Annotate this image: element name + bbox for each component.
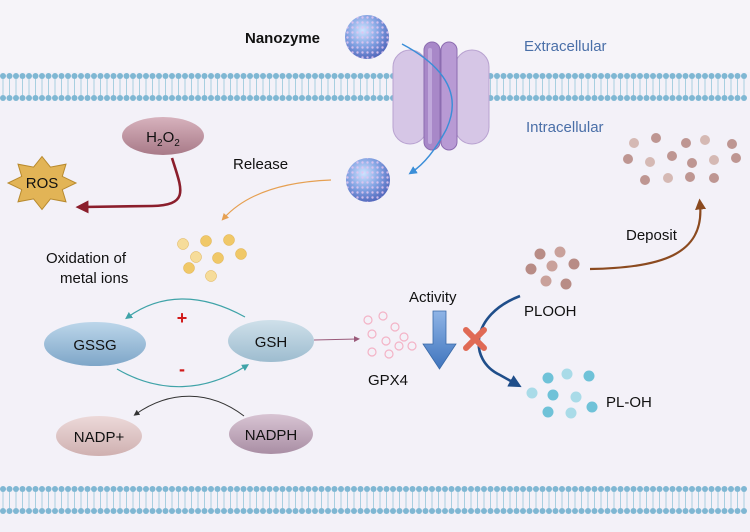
- minus-sign: -: [179, 359, 185, 379]
- plooh-dot: [525, 263, 537, 275]
- deposited-lipid-dot: [667, 151, 677, 161]
- oxidation-label-line1: Oxidation of: [46, 250, 127, 267]
- metal-ion: [223, 234, 235, 246]
- extracellular-label: Extracellular: [524, 38, 607, 55]
- deposited-lipid-cluster: [623, 133, 741, 185]
- deposited-lipid-dot: [623, 154, 633, 164]
- gpx4-ring: [399, 332, 409, 342]
- release-arrow: [221, 179, 332, 221]
- metal-ion: [212, 252, 224, 264]
- deposited-lipid-dot: [700, 135, 710, 145]
- bottom-cell-membrane: [0, 486, 747, 514]
- plooh-cluster: [525, 246, 580, 290]
- metal-ion: [200, 235, 212, 247]
- ploh-label: PL-OH: [606, 394, 652, 411]
- metal-ion-cluster: [177, 234, 247, 282]
- plooh-dot: [568, 258, 580, 270]
- ploh-dot: [542, 406, 554, 418]
- deposited-lipid-dot: [640, 175, 650, 185]
- plooh-label: PLOOH: [524, 303, 577, 320]
- gsh-to-gssg-arrow: [125, 298, 246, 320]
- metal-ion: [235, 248, 247, 260]
- deposited-lipid-dot: [709, 173, 719, 183]
- deposited-lipid-dot: [651, 133, 661, 143]
- nanozyme-particle-icon: [345, 15, 389, 59]
- plooh-dot: [540, 275, 552, 287]
- ploh-dot: [583, 370, 595, 382]
- uptake-arrow: [401, 43, 453, 175]
- nadph-ellipse: [229, 414, 313, 454]
- gpx4-ring: [381, 336, 391, 346]
- metal-ion: [183, 262, 195, 274]
- plus-sign: +: [177, 308, 188, 328]
- plooh-dot: [554, 246, 566, 258]
- gsh-to-gpx4-arrow: [313, 336, 360, 343]
- metal-ion: [177, 238, 189, 250]
- plooh-dot: [546, 260, 558, 272]
- deposited-lipid-dot: [663, 173, 673, 183]
- gssg-ellipse: [44, 322, 146, 366]
- h2o2-to-ros-arrow: [75, 157, 182, 214]
- deposited-lipid-dot: [685, 172, 695, 182]
- ploh-dot: [547, 389, 559, 401]
- gssg-to-gsh-arrow: [116, 364, 250, 388]
- ros-star-icon: [6, 155, 78, 211]
- ploh-dot: [561, 368, 573, 380]
- deposited-lipid-dot: [629, 138, 639, 148]
- gssg-label: GSSG: [73, 337, 116, 354]
- deposited-lipid-dot: [681, 138, 691, 148]
- gpx4-ring: [367, 329, 377, 339]
- deposited-lipid-dot: [731, 153, 741, 163]
- activity-decrease-arrow-icon: [422, 310, 457, 370]
- ploh-dot: [542, 372, 554, 384]
- nanozyme-label: Nanozyme: [245, 30, 320, 47]
- ploh-cluster: [526, 368, 598, 419]
- ros-label: ROS: [26, 175, 59, 192]
- gpx4-label: GPX4: [368, 372, 408, 389]
- membrane-channel-icon: [392, 41, 490, 151]
- gpx4-ring: [394, 341, 404, 351]
- release-label: Release: [233, 156, 288, 173]
- nanozyme-internalized-icon: [346, 158, 390, 202]
- ploh-dot: [526, 387, 538, 399]
- nadph-label: NADPH: [245, 427, 298, 444]
- ploh-dot: [565, 407, 577, 419]
- gpx4-ring: [367, 347, 377, 357]
- h2o2-label: H2O2: [146, 129, 180, 149]
- deposit-arrow: [589, 198, 707, 271]
- ploh-dot: [586, 401, 598, 413]
- deposited-lipid-dot: [687, 158, 697, 168]
- blocked-cross-icon: [463, 327, 487, 351]
- intracellular-label: Intracellular: [526, 119, 604, 136]
- gsh-label: GSH: [255, 334, 288, 351]
- activity-label: Activity: [409, 289, 457, 306]
- metal-ion: [190, 251, 202, 263]
- nadp-label: NADP+: [74, 429, 125, 446]
- plooh-dot: [560, 278, 572, 290]
- deposited-lipid-dot: [645, 157, 655, 167]
- deposited-lipid-dot: [709, 155, 719, 165]
- gpx4-ring: [390, 322, 400, 332]
- gpx4-ring: [407, 341, 417, 351]
- nadp-ellipse: [56, 416, 142, 456]
- metal-ion: [205, 270, 217, 282]
- gpx4-cluster: [363, 311, 417, 359]
- h2o2-ellipse: [122, 117, 204, 155]
- oxidation-label-line2: metal ions: [60, 270, 128, 287]
- gpx4-ring: [384, 349, 394, 359]
- ploh-dot: [570, 391, 582, 403]
- plooh-dot: [534, 248, 546, 260]
- gpx4-ring: [363, 315, 373, 325]
- gpx4-ring: [378, 311, 388, 321]
- deposit-label: Deposit: [626, 227, 678, 244]
- deposited-lipid-dot: [727, 139, 737, 149]
- nadph-to-nadp-arrow: [133, 395, 245, 417]
- gsh-ellipse: [228, 320, 314, 362]
